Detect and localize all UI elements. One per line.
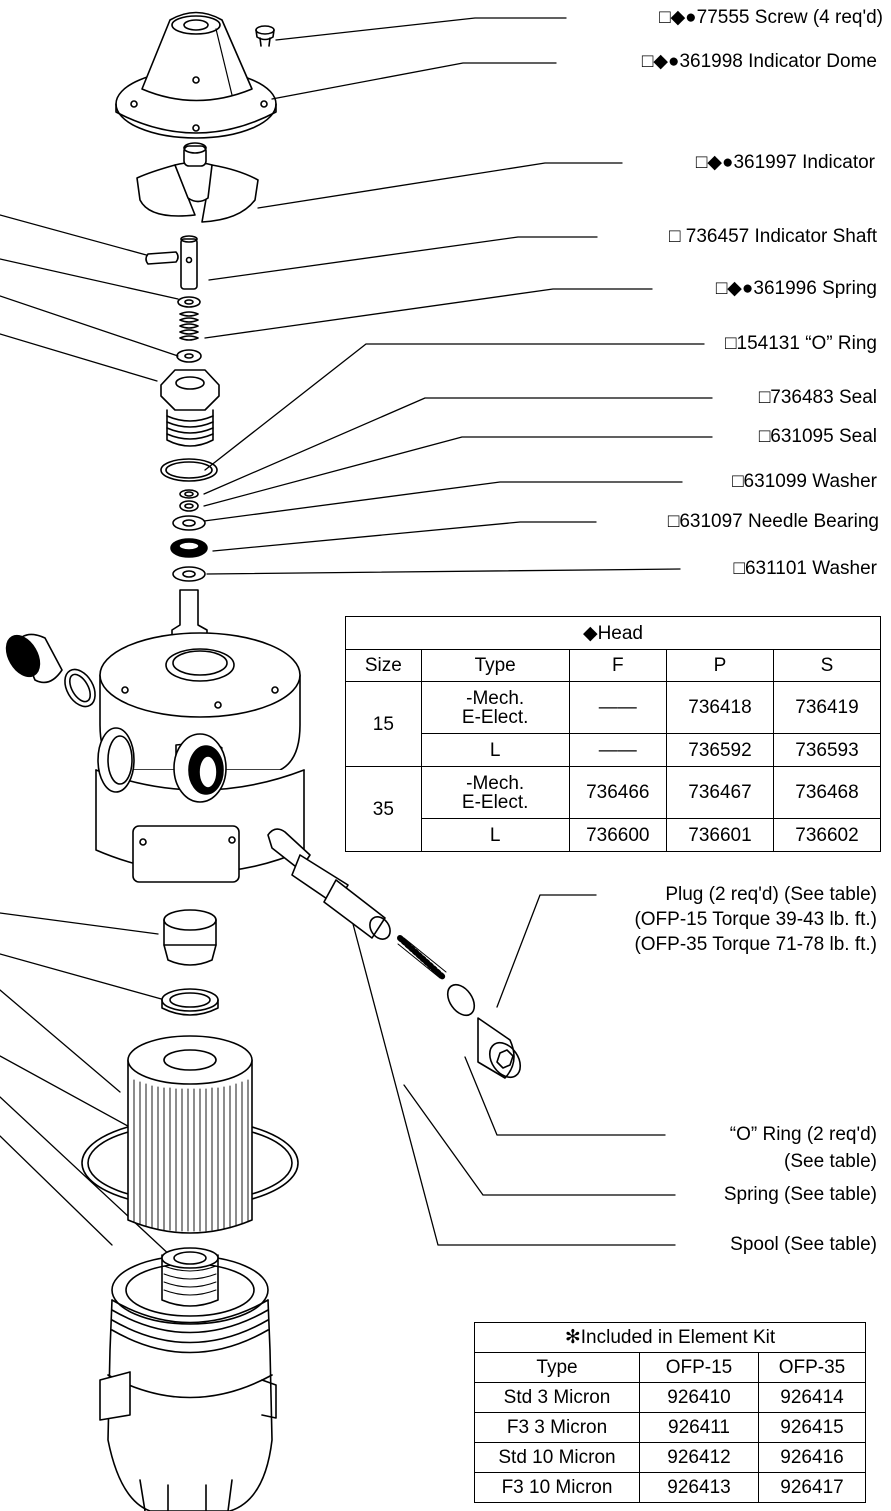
table-row: Std 3 Micron 926410 926414: [474, 1382, 866, 1413]
label-seal-1: □736483 Seal: [758, 387, 877, 408]
filter-bowl-part: [99, 1247, 277, 1511]
head-header-p: P: [665, 649, 774, 682]
indicator-dome-part: [115, 11, 277, 139]
label-washer-2: □631101 Washer: [733, 558, 877, 579]
element-cell-type: F3 3 Micron: [474, 1412, 640, 1443]
spool-assembly-part: [267, 828, 522, 1079]
element-cell-ofp35: 926417: [758, 1472, 866, 1503]
head-cell-type-a: -Mech.: [466, 772, 525, 794]
head-cell-size: 15: [345, 681, 422, 767]
hex-fitting-part: [160, 369, 220, 447]
element-cell-ofp35: 926416: [758, 1442, 866, 1473]
shaft-part: [145, 235, 198, 290]
head-cell-type: L: [420, 818, 570, 852]
element-cell-ofp35: 926414: [758, 1382, 866, 1413]
head-header-size: Size: [345, 649, 422, 682]
head-cell-type-b: E-Elect.: [461, 706, 529, 728]
head-cell-s: 736419: [772, 681, 882, 734]
head-cell-f: 736466: [568, 766, 667, 819]
head-cell-p: 736592: [665, 733, 774, 767]
element-cell-type: Std 10 Micron: [474, 1442, 640, 1473]
head-cell-s: 736593: [772, 733, 882, 767]
label-oring-side-1: “O” Ring (2 req'd): [729, 1124, 877, 1145]
head-cell-p: 736467: [665, 766, 774, 819]
label-spring-top: □◆●361996 Spring: [715, 278, 877, 299]
table-row: L 736600 736601 736602: [346, 818, 882, 852]
head-header-type: Type: [420, 649, 570, 682]
head-cell-size: 35: [345, 766, 422, 852]
table-row: 35 -Mech.E-Elect. 736466 736467 736468: [345, 766, 882, 852]
table-row: Std 10 Micron 926412 926416: [474, 1442, 866, 1473]
element-header-type: Type: [474, 1352, 640, 1383]
element-header-ofp15: OFP-15: [639, 1352, 759, 1383]
table-row: L —— 736592 736593: [346, 733, 882, 767]
head-cell-type-a: -Mech.: [466, 687, 525, 709]
element-table-title: ✻Included in Element Kit: [474, 1322, 866, 1353]
label-indicator-dome: □◆●361998 Indicator Dome: [641, 51, 877, 72]
head-table-title: ◆Head: [345, 616, 881, 650]
small-spring-part: [176, 296, 202, 363]
label-needle-bearing: □631097 Needle Bearing: [667, 511, 879, 532]
lower-fitting-part: [161, 909, 219, 1016]
element-header-ofp35: OFP-35: [758, 1352, 866, 1383]
head-header-s: S: [772, 649, 882, 682]
label-screw: □◆●77555 Screw (4 req'd): [659, 7, 883, 28]
label-spool: Spool (See table): [730, 1234, 877, 1255]
label-indicator: □◆●361997 Indicator: [695, 152, 875, 173]
label-spring-side: Spring (See table): [723, 1184, 877, 1205]
seal-stack-part: [160, 458, 218, 582]
label-plug-line-3: (OFP-35 Torque 71-78 lb. ft.): [634, 934, 877, 955]
head-cell-type-b: E-Elect.: [461, 791, 529, 813]
head-cell-type: L: [420, 733, 570, 767]
indicator-part: [136, 142, 259, 223]
label-oring-top: □154131 “O” Ring: [725, 333, 877, 354]
head-cell-f: ——: [568, 733, 667, 767]
element-cell-type: Std 3 Micron: [474, 1382, 640, 1413]
head-cell-type: -Mech.E-Elect.: [420, 681, 570, 734]
element-kit-table: ✻Included in Element Kit Type OFP-15 OFP…: [474, 1322, 866, 1503]
table-row: F3 3 Micron 926411 926415: [474, 1412, 866, 1443]
side-plug-part: [5, 633, 96, 708]
label-plug-line-1: Plug (2 req'd) (See table): [665, 884, 877, 905]
element-cell-ofp15: 926410: [639, 1382, 759, 1413]
head-cell-f: ——: [568, 681, 667, 734]
head-cell-s: 736468: [772, 766, 882, 819]
element-cell-ofp15: 926412: [639, 1442, 759, 1473]
head-header-f: F: [568, 649, 667, 682]
head-cell-s: 736602: [772, 818, 882, 852]
element-cell-type: F3 10 Micron: [474, 1472, 640, 1503]
head-cell-type: -Mech.E-Elect.: [420, 766, 570, 819]
head-cell-p: 736601: [665, 818, 774, 852]
label-indicator-shaft: □ 736457 Indicator Shaft: [669, 226, 877, 247]
label-plug-line-2: (OFP-15 Torque 39-43 lb. ft.): [634, 909, 877, 930]
label-seal-2: □631095 Seal: [758, 426, 877, 447]
screw-part: [255, 25, 275, 47]
head-cell-f: 736600: [568, 818, 667, 852]
table-row: F3 10 Micron 926413 926417: [474, 1472, 866, 1503]
element-cell-ofp35: 926415: [758, 1412, 866, 1443]
filter-element-part: [81, 1035, 299, 1234]
head-table: ◆Head Size Type F P S 15 -Mech.E-Elect. …: [345, 616, 882, 852]
table-row: 15 -Mech.E-Elect. —— 736418 736419: [345, 681, 882, 767]
head-body-part: [95, 589, 305, 883]
label-washer-1: □631099 Washer: [732, 471, 877, 492]
head-cell-p: 736418: [665, 681, 774, 734]
element-cell-ofp15: 926413: [639, 1472, 759, 1503]
label-oring-side-2: (See table): [784, 1151, 877, 1172]
leader-lines: [0, 17, 713, 1259]
element-cell-ofp15: 926411: [639, 1412, 759, 1443]
